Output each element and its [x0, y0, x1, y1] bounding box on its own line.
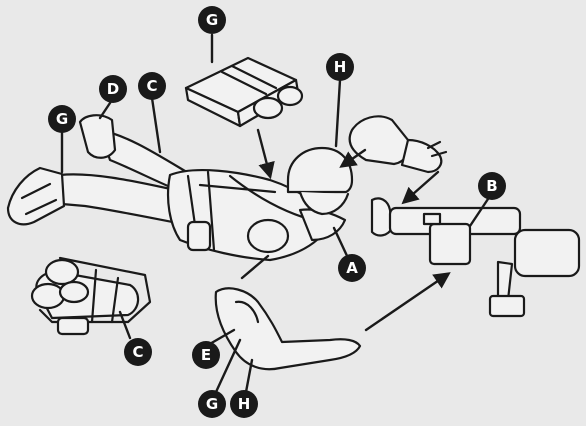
label-c-top: C — [138, 72, 166, 100]
arrow-hand-to-bazooka — [404, 172, 438, 202]
label-a: A — [338, 254, 366, 282]
label-d: D — [99, 75, 127, 103]
svg-text:C: C — [132, 343, 143, 361]
svg-text:H: H — [238, 395, 251, 413]
label-b: B — [478, 172, 506, 200]
arrow-backpack — [258, 130, 270, 176]
label-c-bottom: C — [124, 338, 152, 366]
svg-text:G: G — [206, 11, 218, 29]
ammo-bundle-part — [32, 258, 150, 334]
svg-text:G: G — [56, 110, 68, 128]
label-g-left: G — [48, 105, 76, 133]
svg-text:E: E — [201, 346, 211, 364]
backpack-part — [186, 58, 302, 126]
leader-c-top — [152, 98, 160, 152]
hand-part-top — [350, 116, 446, 172]
svg-text:C: C — [146, 77, 157, 95]
svg-text:D: D — [107, 80, 119, 98]
svg-text:G: G — [206, 395, 218, 413]
leader-h-top — [336, 80, 340, 146]
arm-part — [216, 288, 360, 369]
label-h-top: H — [326, 53, 354, 81]
label-g-bottom: G — [198, 390, 226, 418]
label-h-bottom: H — [230, 390, 258, 418]
svg-text:B: B — [486, 177, 497, 195]
arrow-arm-to-bazooka — [366, 274, 448, 330]
leader-g-bottom — [216, 340, 240, 392]
leader-a — [334, 228, 348, 258]
svg-text:H: H — [334, 58, 347, 76]
label-e: E — [192, 341, 220, 369]
label-g-top: G — [198, 6, 226, 34]
svg-text:A: A — [346, 259, 358, 277]
